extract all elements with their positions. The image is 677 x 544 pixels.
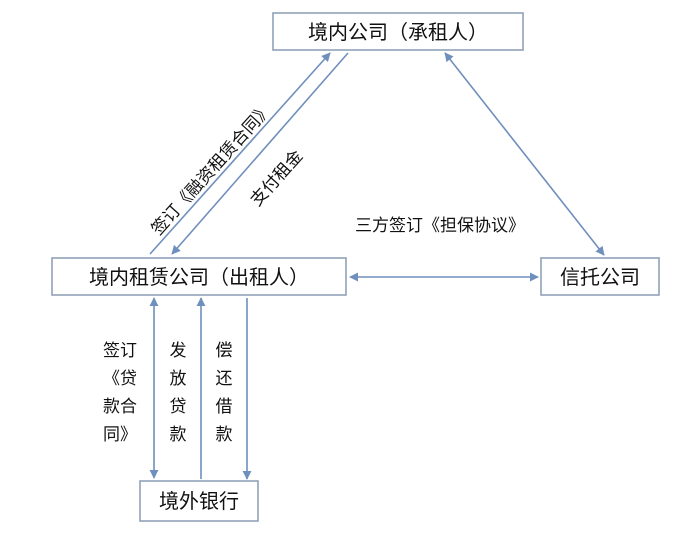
trust-company-label: 信托公司	[560, 265, 640, 289]
finance-lease-label: 签订《融资租赁合同》	[148, 100, 277, 240]
domestic-trust-arrow	[444, 52, 605, 256]
loan-contract-label-line: 款合	[103, 397, 137, 417]
issue-loan-label-char: 发	[170, 341, 187, 361]
guarantee-label: 三方签订《担保协议》	[355, 216, 525, 236]
leasing-company-label: 境内租赁公司（出租人）	[89, 265, 309, 289]
finance-lease-arrow	[149, 52, 331, 255]
node-domestic-company: 境内公司（承租人）	[272, 12, 524, 51]
node-foreign-bank: 境外银行	[139, 480, 259, 522]
issue-loan-label: 发 放 贷 款	[170, 341, 187, 445]
loan-contract-label-line: 《贷	[103, 369, 137, 389]
foreign-bank-label: 境外银行	[159, 489, 239, 513]
repay-loan-label-char: 款	[216, 425, 233, 445]
issue-loan-label-char: 款	[170, 425, 187, 445]
domestic-company-label: 境内公司（承租人）	[308, 20, 488, 44]
issue-loan-label-char: 贷	[170, 397, 187, 417]
repay-loan-label-char: 偿	[216, 341, 233, 361]
node-trust-company: 信托公司	[540, 257, 660, 296]
repay-loan-label: 偿 还 借 款	[216, 341, 233, 445]
repay-loan-label-char: 还	[216, 369, 233, 389]
loan-contract-label-line: 同》	[103, 425, 137, 445]
repay-loan-label-char: 借	[216, 397, 233, 417]
pay-rent-arrow	[171, 52, 349, 255]
pay-rent-label: 支付租金	[247, 146, 307, 210]
issue-loan-label-char: 放	[170, 369, 187, 389]
loan-contract-label-line: 签订	[103, 341, 137, 361]
node-leasing-company: 境内租赁公司（出租人）	[51, 257, 347, 296]
loan-contract-label: 签订 《贷 款合 同》	[103, 341, 137, 445]
